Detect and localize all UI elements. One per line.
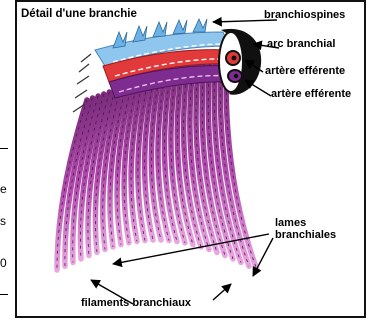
edge-fragment-3: 0 (0, 256, 7, 270)
spine-1 (113, 32, 127, 48)
edge-fragment-2: s (0, 214, 6, 228)
label-filaments-branchiaux: filaments branchiaux (81, 298, 191, 310)
spine-4 (173, 20, 187, 34)
spine-2 (133, 26, 147, 42)
diagram-title: Détail d'une branchie (21, 8, 137, 20)
label-lames-branchiales: lames branchiales (275, 218, 336, 241)
edge-fragment-1: e (0, 182, 7, 196)
arrow-filaments-2 (213, 284, 231, 300)
label-branchiospines: branchiospines (264, 10, 345, 22)
spine-3 (153, 22, 167, 37)
diagram-frame: Détail d'une branchie branchiospines arc… (15, 0, 366, 318)
label-artere-efferente-1: artère efférente (265, 66, 345, 78)
arrow-lames-2 (253, 238, 273, 276)
label-arc-branchial: arc branchial (267, 39, 335, 51)
edge-line-bottom (0, 294, 8, 295)
edge-line-top (0, 148, 8, 149)
label-artere-efferente-2: artère efférente (271, 89, 351, 101)
spine-5 (193, 19, 207, 32)
